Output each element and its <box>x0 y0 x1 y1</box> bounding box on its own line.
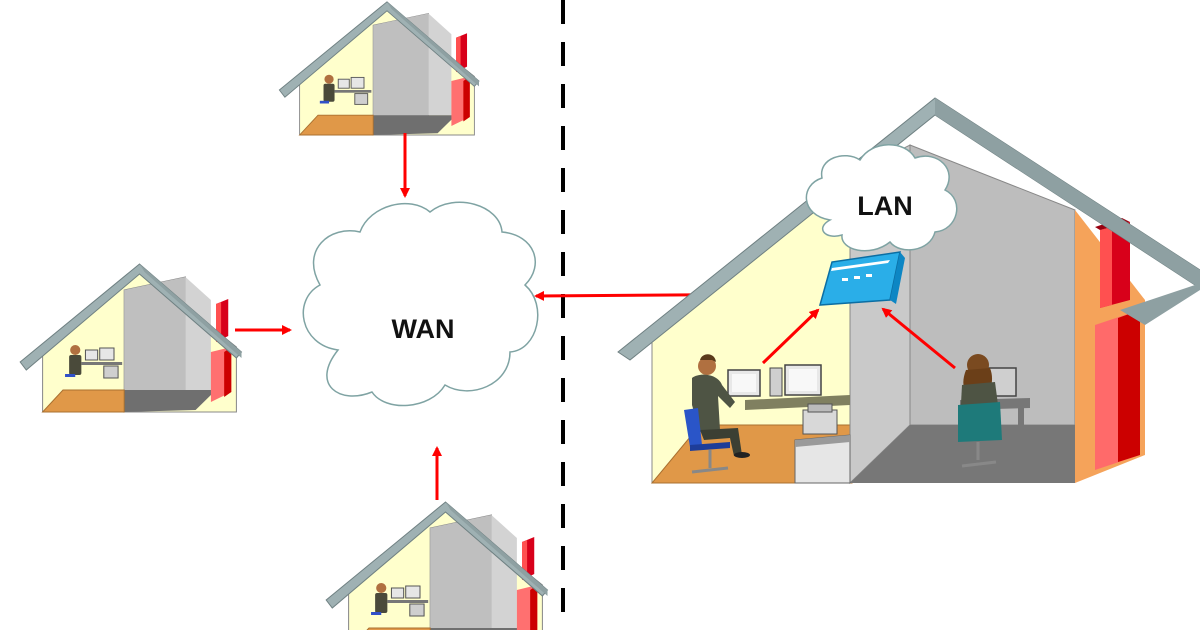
man-at-computer-icon <box>684 354 851 484</box>
wan-label: WAN <box>392 314 455 344</box>
router-icon <box>818 251 905 306</box>
lan-cloud: LAN <box>805 144 958 252</box>
woman-at-computer-icon <box>958 354 1030 468</box>
wan-cloud: WAN <box>302 201 539 407</box>
arrow-woman-to-router <box>881 307 956 370</box>
house-icon-left <box>19 263 243 413</box>
arrow-man-to-router <box>761 308 820 365</box>
house-icon-bottom <box>325 501 549 630</box>
lan-label: LAN <box>857 191 913 221</box>
house-icon-top <box>278 1 480 136</box>
house-icon-office <box>617 97 1200 485</box>
